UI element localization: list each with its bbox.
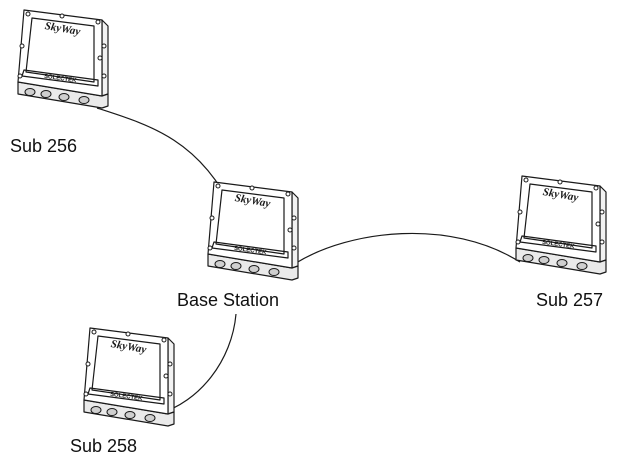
screw-icon (101, 73, 107, 79)
unit-label-strip (519, 235, 597, 253)
connector-port-icon (124, 411, 136, 419)
connector-port-icon (78, 96, 90, 104)
screw-icon (83, 391, 89, 397)
unit-inner-panel (25, 17, 95, 83)
unit-maker-text: SOLECTEK (44, 74, 78, 85)
unit-side-face (599, 185, 607, 263)
node-label-sub-256: Sub 256 (10, 136, 78, 156)
unit-side-face (291, 191, 299, 269)
screw-icon (207, 245, 213, 251)
connector-port-icon (522, 254, 534, 262)
screw-icon (515, 239, 521, 245)
unit-label-strip (21, 69, 99, 87)
connector-port-icon (90, 406, 102, 414)
unit-inner-panel (215, 189, 285, 255)
connector-port-icon (248, 265, 260, 273)
screw-icon (91, 329, 97, 335)
node-label-base-station: Base Station (177, 290, 280, 310)
screw-icon (209, 215, 215, 221)
unit-maker-text: SOLECTEK (234, 246, 268, 257)
unit-inner-panel (91, 335, 161, 401)
screw-icon (17, 73, 23, 79)
screw-icon (161, 337, 167, 343)
screw-icon (125, 331, 131, 337)
screw-icon (291, 215, 297, 221)
connector-port-icon (106, 408, 118, 416)
connector-port-icon (230, 262, 242, 270)
connector-port-icon (214, 260, 226, 268)
screw-icon (249, 185, 255, 191)
screw-icon (285, 191, 291, 197)
screw-icon (167, 361, 173, 367)
connector-port-icon (144, 414, 156, 422)
node-label-sub-257: Sub 257 (536, 290, 604, 310)
screw-icon (97, 55, 103, 61)
screw-icon (599, 239, 605, 245)
connector-port-icon (40, 90, 52, 98)
unit-label-strip (87, 387, 165, 405)
screw-icon (25, 11, 31, 17)
connector-port-icon (58, 93, 70, 101)
unit-inner-panel (523, 183, 593, 249)
connector-port-icon (538, 256, 550, 264)
screw-icon (163, 373, 169, 379)
screw-icon (59, 13, 65, 19)
screw-icon (593, 185, 599, 191)
screw-icon (85, 361, 91, 367)
unit-maker-text: SOLECTEK (110, 392, 144, 403)
unit-side-face (101, 19, 109, 97)
screw-icon (101, 43, 107, 49)
node-label-sub-258: Sub 258 (70, 436, 138, 456)
connector-port-icon (576, 262, 588, 270)
screw-icon (95, 19, 101, 25)
screw-icon (557, 179, 563, 185)
connector-port-icon (556, 259, 568, 267)
screw-icon (599, 209, 605, 215)
screw-icon (287, 227, 293, 233)
screw-icon (291, 245, 297, 251)
screw-icon (167, 391, 173, 397)
screw-icon (523, 177, 529, 183)
screw-icon (595, 221, 601, 227)
screw-icon (215, 183, 221, 189)
link-base-sub257 (295, 232, 521, 264)
unit-side-face (167, 337, 175, 415)
unit-label-strip (211, 241, 289, 259)
unit-maker-text: SOLECTEK (542, 240, 576, 251)
connector-port-icon (24, 88, 36, 96)
screw-icon (19, 43, 25, 49)
screw-icon (517, 209, 523, 215)
connector-port-icon (268, 268, 280, 276)
